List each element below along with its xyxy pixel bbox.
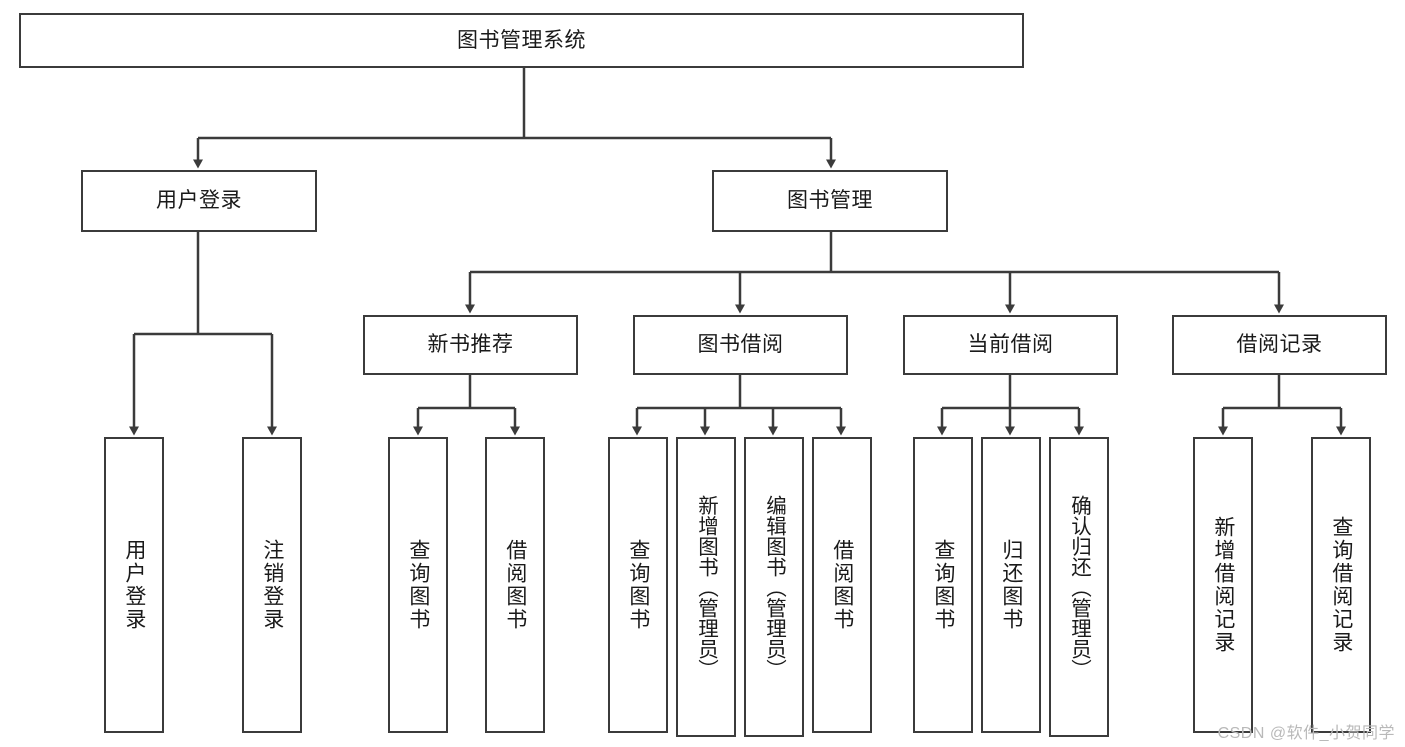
node-user-login[interactable]: 用户登录 <box>81 170 317 232</box>
node-leaf-return-book[interactable]: 归还图书 <box>981 437 1041 733</box>
node-leaf-query-book-1[interactable]: 查询图书 <box>388 437 448 733</box>
node-leaf-confirm-return[interactable]: 确认归还（管理员） <box>1049 437 1109 737</box>
node-borrow-record[interactable]: 借阅记录 <box>1172 315 1387 375</box>
node-book-manage[interactable]: 图书管理 <box>712 170 948 232</box>
node-book-borrow[interactable]: 图书借阅 <box>633 315 848 375</box>
node-leaf-query-book-3[interactable]: 查询图书 <box>913 437 973 733</box>
node-root[interactable]: 图书管理系统 <box>19 13 1024 68</box>
node-leaf-user-login[interactable]: 用户登录 <box>104 437 164 733</box>
node-leaf-borrow-book-2[interactable]: 借阅图书 <box>812 437 872 733</box>
node-leaf-query-book-2[interactable]: 查询图书 <box>608 437 668 733</box>
node-leaf-borrow-book-1[interactable]: 借阅图书 <box>485 437 545 733</box>
node-leaf-edit-book[interactable]: 编辑图书（管理员） <box>744 437 804 737</box>
node-leaf-add-book[interactable]: 新增图书（管理员） <box>676 437 736 737</box>
node-new-book-recommend[interactable]: 新书推荐 <box>363 315 578 375</box>
node-leaf-logout-login[interactable]: 注销登录 <box>242 437 302 733</box>
node-current-borrow[interactable]: 当前借阅 <box>903 315 1118 375</box>
node-leaf-query-record[interactable]: 查询借阅记录 <box>1311 437 1371 733</box>
node-leaf-add-record[interactable]: 新增借阅记录 <box>1193 437 1253 733</box>
